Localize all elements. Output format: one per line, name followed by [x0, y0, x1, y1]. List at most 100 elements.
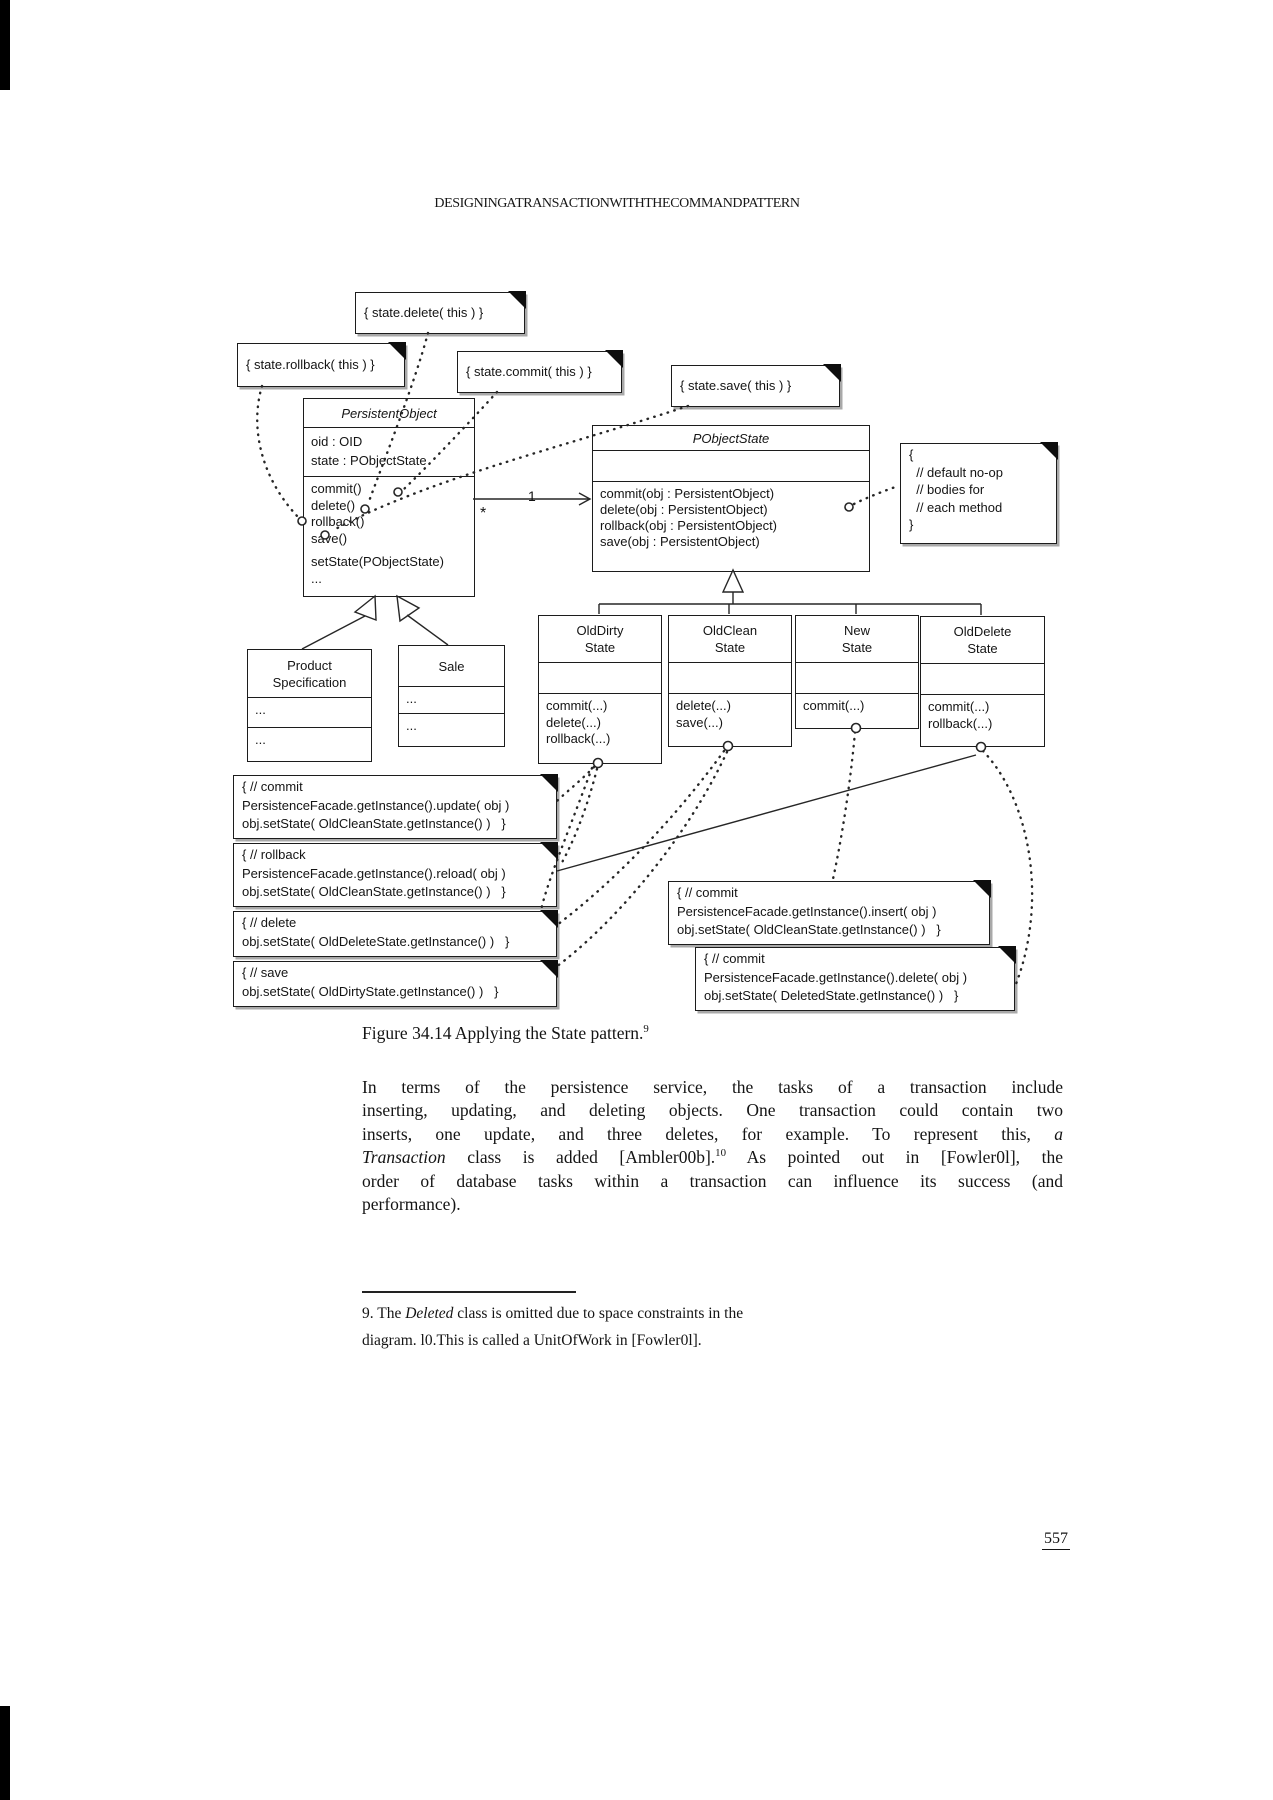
class-title-line: OldDelete [953, 624, 1012, 639]
body-text: inserts, one update, and three deletes, … [362, 1123, 1055, 1144]
note-text: obj.setState( OldCleanState.getInstance(… [677, 922, 941, 938]
class-title-line: State [714, 640, 746, 655]
method: rollback(...) [928, 715, 993, 731]
note-text: { state.delete( this ) } [364, 304, 484, 320]
method: ... [406, 718, 417, 733]
method: setState(PObjectState) [311, 554, 444, 569]
methods-compartment: delete(...) save(...) [669, 693, 791, 746]
footnote-line: 9. The Deleted class is omitted due to s… [362, 1300, 1002, 1327]
body-text: class is added [Ambler00b]. [445, 1147, 716, 1168]
body-line: inserts, one update, and three deletes, … [362, 1123, 1063, 1146]
uml-note-state-rollback: { state.rollback( this ) } [237, 342, 406, 387]
attribute: ... [255, 702, 266, 717]
body-line: Transaction class is added [Ambler00b].1… [362, 1146, 1063, 1169]
attribute: ... [406, 691, 417, 706]
method: commit() [311, 481, 362, 496]
note-fold-icon [539, 960, 558, 979]
scan-artifact-bottom [0, 1706, 10, 1800]
uml-note-rollback-reload: { // rollback PersistenceFacade.getInsta… [233, 842, 558, 907]
class-title: PersistentObject [341, 405, 437, 421]
note-fold-icon [1039, 442, 1058, 461]
body-text: As pointed out in [Fowler0l], the [726, 1147, 1063, 1168]
note-text: { // rollback [242, 847, 306, 862]
footnote: 9. The Deleted class is omitted due to s… [362, 1300, 1002, 1354]
uml-note-default-noop: { // default no-op // bodies for // each… [900, 442, 1058, 544]
method: commit(obj : PersistentObject) [600, 486, 775, 501]
body-line: inserting, updating, and deleting object… [362, 1100, 1063, 1121]
caption-footnote-ref: 9 [643, 1023, 649, 1036]
methods-compartment: commit() delete() rollback() save() setS… [304, 476, 474, 596]
note-text: PersistenceFacade.getInstance().update( … [242, 797, 510, 813]
note-text: { // save [242, 965, 289, 980]
body-line: performance). [362, 1194, 461, 1215]
note-fold-icon [387, 342, 406, 361]
note-fold-icon [507, 291, 526, 310]
note-fold-icon [822, 364, 841, 383]
note-text: } [909, 517, 914, 532]
caption-text: Figure 34.14 Applying the State pattern. [362, 1023, 644, 1043]
class-title-line: Product [287, 657, 332, 673]
note-text: // each method [909, 499, 1003, 515]
footnote-text: 9. The [362, 1305, 406, 1322]
page-number: 557 [1042, 1530, 1070, 1550]
class-title-line: OldDirty [576, 623, 624, 638]
note-text: PersistenceFacade.getInstance().insert( … [677, 903, 937, 919]
class-title-line: New [843, 623, 870, 638]
note-text: obj.setState( OldCleanState.getInstance(… [242, 884, 506, 900]
class-title-line: State [967, 641, 998, 656]
note-text: { // commit [677, 885, 738, 900]
method: delete(...) [676, 698, 731, 713]
attributes-compartment: oid : OID state : PObjectState [304, 427, 474, 476]
method: commit(...) [546, 698, 608, 713]
class-title-line: State [841, 640, 873, 655]
class-title-line: State [584, 640, 616, 655]
method: rollback() [311, 514, 365, 529]
note-text: { // commit [704, 951, 765, 966]
body-line: order of database tasks within a transac… [362, 1170, 1063, 1191]
attributes-compartment: ... [399, 686, 504, 713]
uml-note-save: { // save obj.setState( OldDirtyState.ge… [233, 960, 558, 1007]
note-text: { state.rollback( this ) } [246, 356, 375, 372]
note-text: { // commit [242, 779, 303, 794]
uml-note-commit-delete: { // commit PersistenceFacade.getInstanc… [695, 946, 1016, 1011]
methods-compartment: commit(...) [796, 693, 918, 728]
method: commit(...) [803, 698, 865, 713]
method: commit(...) [928, 699, 990, 714]
uml-note-delete: { // delete obj.setState( OldDeleteState… [233, 910, 558, 957]
attributes-compartment [921, 663, 1044, 694]
note-text: { [909, 447, 914, 462]
method: delete() [311, 497, 356, 513]
method: delete(...) [546, 714, 601, 730]
class-title-line: Specification [272, 674, 347, 690]
uml-note-commit-insert: { // commit PersistenceFacade.getInstanc… [668, 880, 991, 945]
multiplicity-one: 1 [528, 488, 536, 504]
generalization-persistentobject [301, 594, 449, 650]
note-text: obj.setState( OldDirtyState.getInstance(… [242, 983, 499, 999]
footnote-text-italic: Deleted [405, 1305, 454, 1322]
attributes-compartment [669, 662, 791, 693]
note-text: obj.setState( DeletedState.getInstance()… [704, 988, 959, 1004]
method: rollback(...) [546, 731, 611, 746]
note-text: PersistenceFacade.getInstance().reload( … [242, 865, 506, 881]
note-fold-icon [539, 910, 558, 929]
note-fold-icon [997, 946, 1016, 965]
footnote-separator [362, 1291, 576, 1293]
attribute: state : PObjectState [311, 453, 427, 468]
uml-class-persistentobject: PersistentObject oid : OID state : PObje… [303, 398, 475, 597]
note-fold-icon [539, 842, 558, 861]
footnote-line: diagram. l0.This is called a UnitOfWork … [362, 1332, 702, 1349]
attributes-compartment: ... [248, 697, 371, 727]
methods-compartment: commit(obj : PersistentObject) delete(ob… [593, 481, 869, 571]
uml-class-sale: Sale ... ... [398, 645, 505, 747]
attribute: oid : OID [311, 434, 363, 449]
body-text-italic: Transaction [362, 1147, 446, 1168]
uml-class-pobjectstate: PObjectState commit(obj : PersistentObje… [592, 425, 870, 572]
note-text: { // delete [242, 915, 297, 930]
method: rollback(obj : PersistentObject) [600, 518, 778, 533]
